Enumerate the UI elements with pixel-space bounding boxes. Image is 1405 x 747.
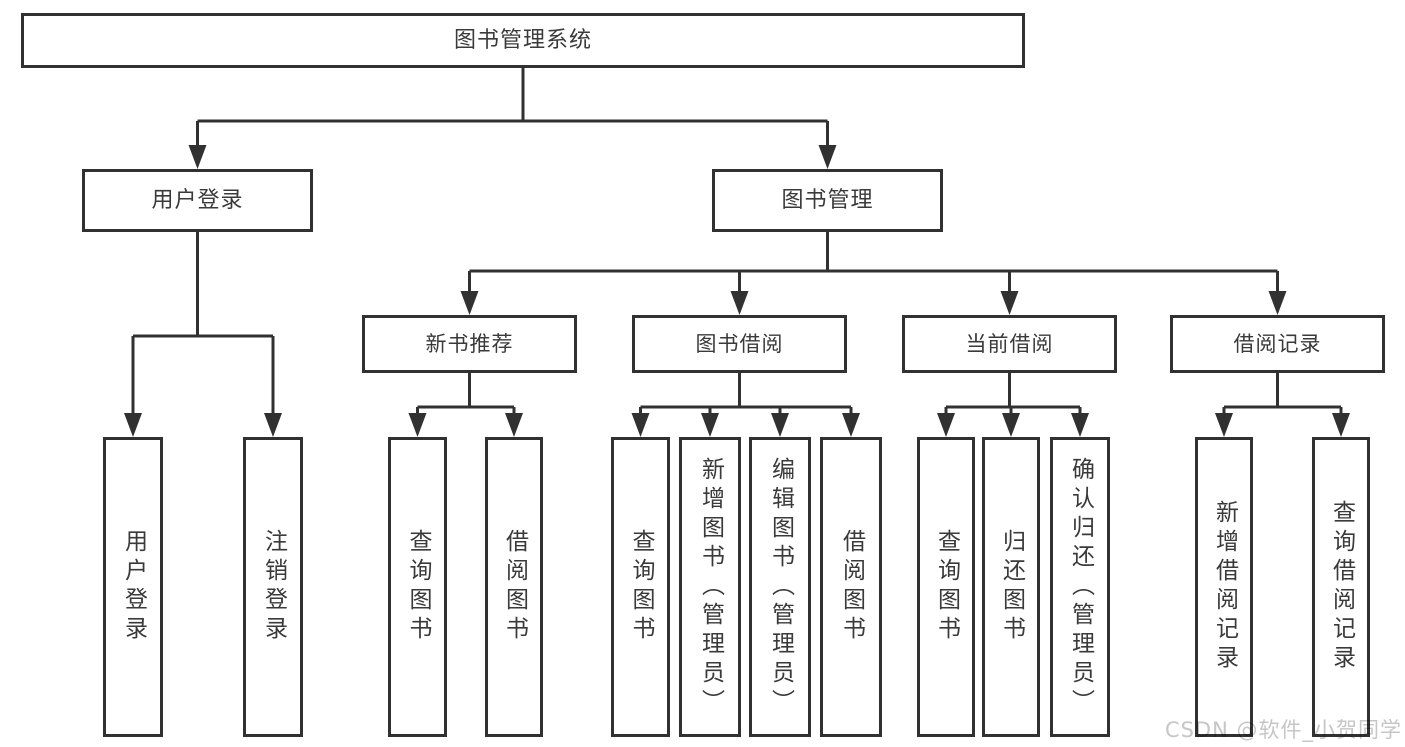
- leaf-return-books: 归还图书: [982, 437, 1040, 737]
- leaf-confirm-return-admin: 确认归还（管理员）: [1050, 437, 1110, 737]
- node-label: 借阅图书: [501, 529, 528, 645]
- node-book-management: 图书管理: [712, 169, 943, 232]
- leaf-edit-books-admin: 编辑图书（管理员）: [749, 437, 811, 737]
- leaf-logout: 注销登录: [243, 437, 303, 737]
- node-label: 注销登录: [260, 529, 287, 645]
- node-user-login: 用户登录: [82, 169, 313, 232]
- leaf-user-login: 用户登录: [103, 437, 163, 737]
- node-label: 新增图书（管理员）: [697, 456, 724, 718]
- node-label: 查询图书: [933, 529, 960, 645]
- csdn-watermark: CSDN @软件_小贺同学: [1164, 718, 1402, 742]
- node-label: 归还图书: [998, 529, 1025, 645]
- leaf-query-books-recommend: 查询图书: [388, 437, 447, 737]
- leaf-query-books-current: 查询图书: [917, 437, 975, 737]
- node-borrowing-records: 借阅记录: [1170, 315, 1385, 373]
- leaf-borrow-books: 借阅图书: [820, 437, 882, 737]
- node-book-borrowing: 图书借阅: [632, 315, 847, 373]
- leaf-add-borrow-record: 新增借阅记录: [1195, 437, 1253, 737]
- node-label: 查询借阅记录: [1328, 500, 1355, 674]
- leaf-add-books-admin: 新增图书（管理员）: [679, 437, 741, 737]
- node-library-management-system: 图书管理系统: [21, 13, 1025, 68]
- node-label: 借阅图书: [838, 529, 865, 645]
- leaf-query-borrow-record: 查询借阅记录: [1312, 437, 1370, 737]
- node-current-borrowing: 当前借阅: [902, 315, 1117, 373]
- leaf-borrow-books-recommend: 借阅图书: [485, 437, 543, 737]
- node-label: 查询图书: [405, 529, 431, 645]
- leaf-query-books-borrow: 查询图书: [611, 437, 670, 737]
- node-new-book-recommendation: 新书推荐: [362, 315, 577, 373]
- node-label: 编辑图书（管理员）: [767, 456, 794, 718]
- node-label: 确认归还（管理员）: [1067, 456, 1094, 718]
- node-label: 查询图书: [628, 529, 654, 645]
- node-label: 用户登录: [120, 529, 147, 645]
- node-label: 新增借阅记录: [1211, 500, 1238, 674]
